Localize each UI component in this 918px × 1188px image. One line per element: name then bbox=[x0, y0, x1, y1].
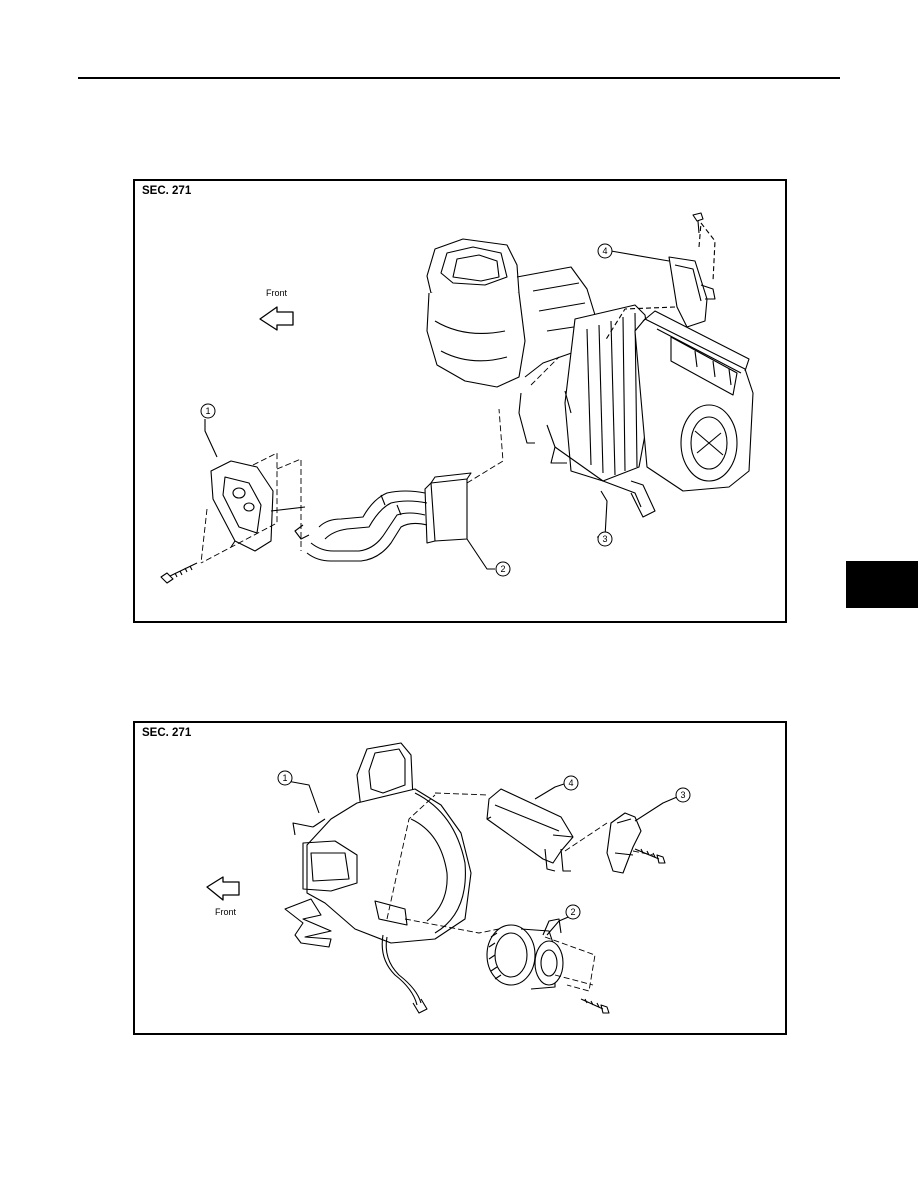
figure-blower-unit: SEC. 271 bbox=[133, 721, 787, 1035]
blower-housing bbox=[284, 742, 472, 1014]
callout-2: 2 bbox=[570, 907, 575, 917]
heater-cooling-unit bbox=[426, 238, 754, 518]
heater-core-part bbox=[294, 472, 472, 562]
screw-icon bbox=[580, 998, 610, 1014]
section-label: SEC. 271 bbox=[142, 185, 192, 197]
pipe-cover-part bbox=[210, 460, 306, 552]
callout-3: 3 bbox=[680, 790, 685, 800]
callout-3: 3 bbox=[602, 534, 607, 544]
figure-heater-unit: SEC. 271 bbox=[133, 179, 787, 623]
callout-1: 1 bbox=[205, 406, 210, 416]
screw-icon bbox=[160, 562, 198, 584]
callout-2: 2 bbox=[500, 564, 505, 574]
section-label: SEC. 271 bbox=[142, 727, 192, 739]
front-label: Front bbox=[266, 288, 288, 298]
screw-icon bbox=[634, 848, 666, 864]
heater-unit-exploded-view: 1 2 3 4 Front bbox=[160, 212, 754, 584]
front-arrow-icon bbox=[206, 876, 240, 901]
motor-control-part bbox=[486, 788, 574, 872]
resistor-part bbox=[606, 812, 642, 874]
callout-1: 1 bbox=[282, 773, 287, 783]
blower-unit-exploded-view: 1 2 3 4 Front bbox=[206, 742, 691, 1014]
section-tab bbox=[846, 561, 918, 608]
callout-4: 4 bbox=[602, 246, 607, 256]
callout-4: 4 bbox=[568, 778, 573, 788]
header-rule bbox=[78, 77, 840, 79]
blower-motor-part bbox=[486, 918, 564, 990]
front-arrow-icon bbox=[259, 306, 294, 331]
front-label: Front bbox=[215, 907, 237, 917]
actuator-part bbox=[604, 212, 716, 342]
